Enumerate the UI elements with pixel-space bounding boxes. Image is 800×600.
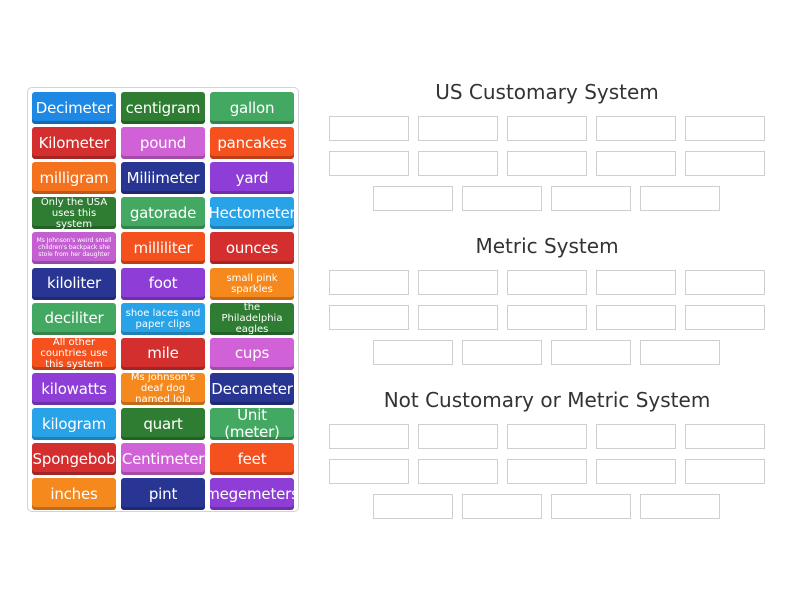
drop-slot-metric-system-8[interactable] (507, 305, 587, 330)
drop-slot-metric-system-3[interactable] (507, 270, 587, 295)
group-title-metric-system: Metric System (475, 234, 619, 258)
drop-slot-metric-system-13[interactable] (551, 340, 631, 365)
tile-unit-meter[interactable]: Unit (meter) (210, 407, 294, 440)
drop-slot-us-customary-system-5[interactable] (685, 116, 765, 141)
tile-decameter[interactable]: Decameter (210, 372, 294, 405)
drop-slot-not-customary-or-metric-system-10[interactable] (685, 459, 765, 484)
tile-inches[interactable]: inches (32, 478, 116, 511)
drop-slot-not-customary-or-metric-system-3[interactable] (507, 424, 587, 449)
tile-kiloliter[interactable]: kiloliter (32, 267, 116, 300)
drop-slot-metric-system-7[interactable] (418, 305, 498, 330)
drop-slot-not-customary-or-metric-system-7[interactable] (418, 459, 498, 484)
tile-all-other-countries-use-this-system[interactable]: All other countries use this system (32, 337, 116, 370)
drop-slot-us-customary-system-14[interactable] (640, 186, 720, 211)
drop-slot-metric-system-1[interactable] (329, 270, 409, 295)
drop-slot-metric-system-4[interactable] (596, 270, 676, 295)
drop-slot-metric-system-2[interactable] (418, 270, 498, 295)
drop-slot-us-customary-system-1[interactable] (329, 116, 409, 141)
drop-slot-not-customary-or-metric-system-11[interactable] (373, 494, 453, 519)
drop-slot-us-customary-system-8[interactable] (507, 151, 587, 176)
tile-cups[interactable]: cups (210, 337, 294, 370)
drop-slot-us-customary-system-6[interactable] (329, 151, 409, 176)
drop-slot-us-customary-system-2[interactable] (418, 116, 498, 141)
tile-kilogram[interactable]: kilogram (32, 407, 116, 440)
drop-slot-not-customary-or-metric-system-12[interactable] (462, 494, 542, 519)
tile-the-philadelphia-eagles[interactable]: the Philadelphia eagles (210, 302, 294, 335)
tile-centigram[interactable]: centigram (121, 92, 205, 124)
drop-slot-not-customary-or-metric-system-4[interactable] (596, 424, 676, 449)
drop-slot-metric-system-14[interactable] (640, 340, 720, 365)
tile-small-pink-sparkles[interactable]: small pink sparkles (210, 267, 294, 300)
tile-ounces[interactable]: ounces (210, 232, 294, 265)
drop-slot-us-customary-system-4[interactable] (596, 116, 676, 141)
drop-slot-us-customary-system-11[interactable] (373, 186, 453, 211)
tile-decimeter[interactable]: Decimeter (32, 92, 116, 124)
drop-slot-not-customary-or-metric-system-2[interactable] (418, 424, 498, 449)
group-title-not-customary-or-metric-system: Not Customary or Metric System (383, 388, 711, 412)
tile-kilowatts[interactable]: kilowatts (32, 372, 116, 405)
tile-milligram[interactable]: milligram (32, 162, 116, 195)
tile-megemeters[interactable]: megemeters (205, 478, 299, 511)
tile-kilometer[interactable]: Kilometer (32, 127, 116, 160)
tile-ms-johnson-s-weird-small-children-s-backpack-she-stole-from-her-daughter[interactable]: Ms Johnson's weird small children's back… (32, 232, 116, 265)
drop-slot-not-customary-or-metric-system-8[interactable] (507, 459, 587, 484)
drop-slot-not-customary-or-metric-system-9[interactable] (596, 459, 676, 484)
tile-centimeter[interactable]: Centimeter (121, 443, 205, 475)
tile-gatorade[interactable]: gatorade (121, 197, 205, 230)
drop-slot-metric-system-9[interactable] (596, 305, 676, 330)
group-title-us-customary-system: US Customary System (435, 80, 659, 104)
tile-hectometer[interactable]: Hectometer (209, 197, 296, 230)
tile-pancakes[interactable]: pancakes (210, 127, 294, 160)
drop-slot-metric-system-6[interactable] (329, 305, 409, 330)
drop-slot-us-customary-system-12[interactable] (462, 186, 542, 211)
drop-slot-metric-system-11[interactable] (373, 340, 453, 365)
drop-slot-metric-system-10[interactable] (685, 305, 765, 330)
tile-mile[interactable]: mile (121, 337, 205, 370)
drop-slot-us-customary-system-7[interactable] (418, 151, 498, 176)
tile-shoe-laces-and-paper-clips[interactable]: shoe laces and paper clips (121, 302, 205, 335)
drop-slot-not-customary-or-metric-system-1[interactable] (329, 424, 409, 449)
tile-yard[interactable]: yard (210, 162, 294, 195)
drop-slot-not-customary-or-metric-system-6[interactable] (329, 459, 409, 484)
drop-slot-not-customary-or-metric-system-14[interactable] (640, 494, 720, 519)
drop-slot-us-customary-system-10[interactable] (685, 151, 765, 176)
drop-slot-metric-system-12[interactable] (462, 340, 542, 365)
tile-foot[interactable]: foot (121, 267, 205, 300)
drop-slot-not-customary-or-metric-system-5[interactable] (685, 424, 765, 449)
tile-pound[interactable]: pound (121, 127, 205, 160)
drop-slot-not-customary-or-metric-system-13[interactable] (551, 494, 631, 519)
drop-slot-us-customary-system-3[interactable] (507, 116, 587, 141)
drop-slot-us-customary-system-13[interactable] (551, 186, 631, 211)
tile-pint[interactable]: pint (121, 478, 205, 511)
tile-feet[interactable]: feet (210, 443, 294, 475)
drop-slot-metric-system-5[interactable] (685, 270, 765, 295)
tile-only-the-usa-uses-this-system[interactable]: Only the USA uses this system (32, 197, 116, 230)
tile-deciliter[interactable]: deciliter (32, 302, 116, 335)
tile-gallon[interactable]: gallon (210, 92, 294, 124)
drop-slot-us-customary-system-9[interactable] (596, 151, 676, 176)
tile-miliimeter[interactable]: Miliimeter (121, 162, 205, 195)
tile-ms-johnson-s-deaf-dog-named-lola[interactable]: Ms johnson's deaf dog named lola (121, 372, 205, 405)
tile-milliliter[interactable]: milliliter (121, 232, 205, 265)
tile-spongebob[interactable]: Spongebob (32, 443, 116, 475)
tile-quart[interactable]: quart (121, 407, 205, 440)
